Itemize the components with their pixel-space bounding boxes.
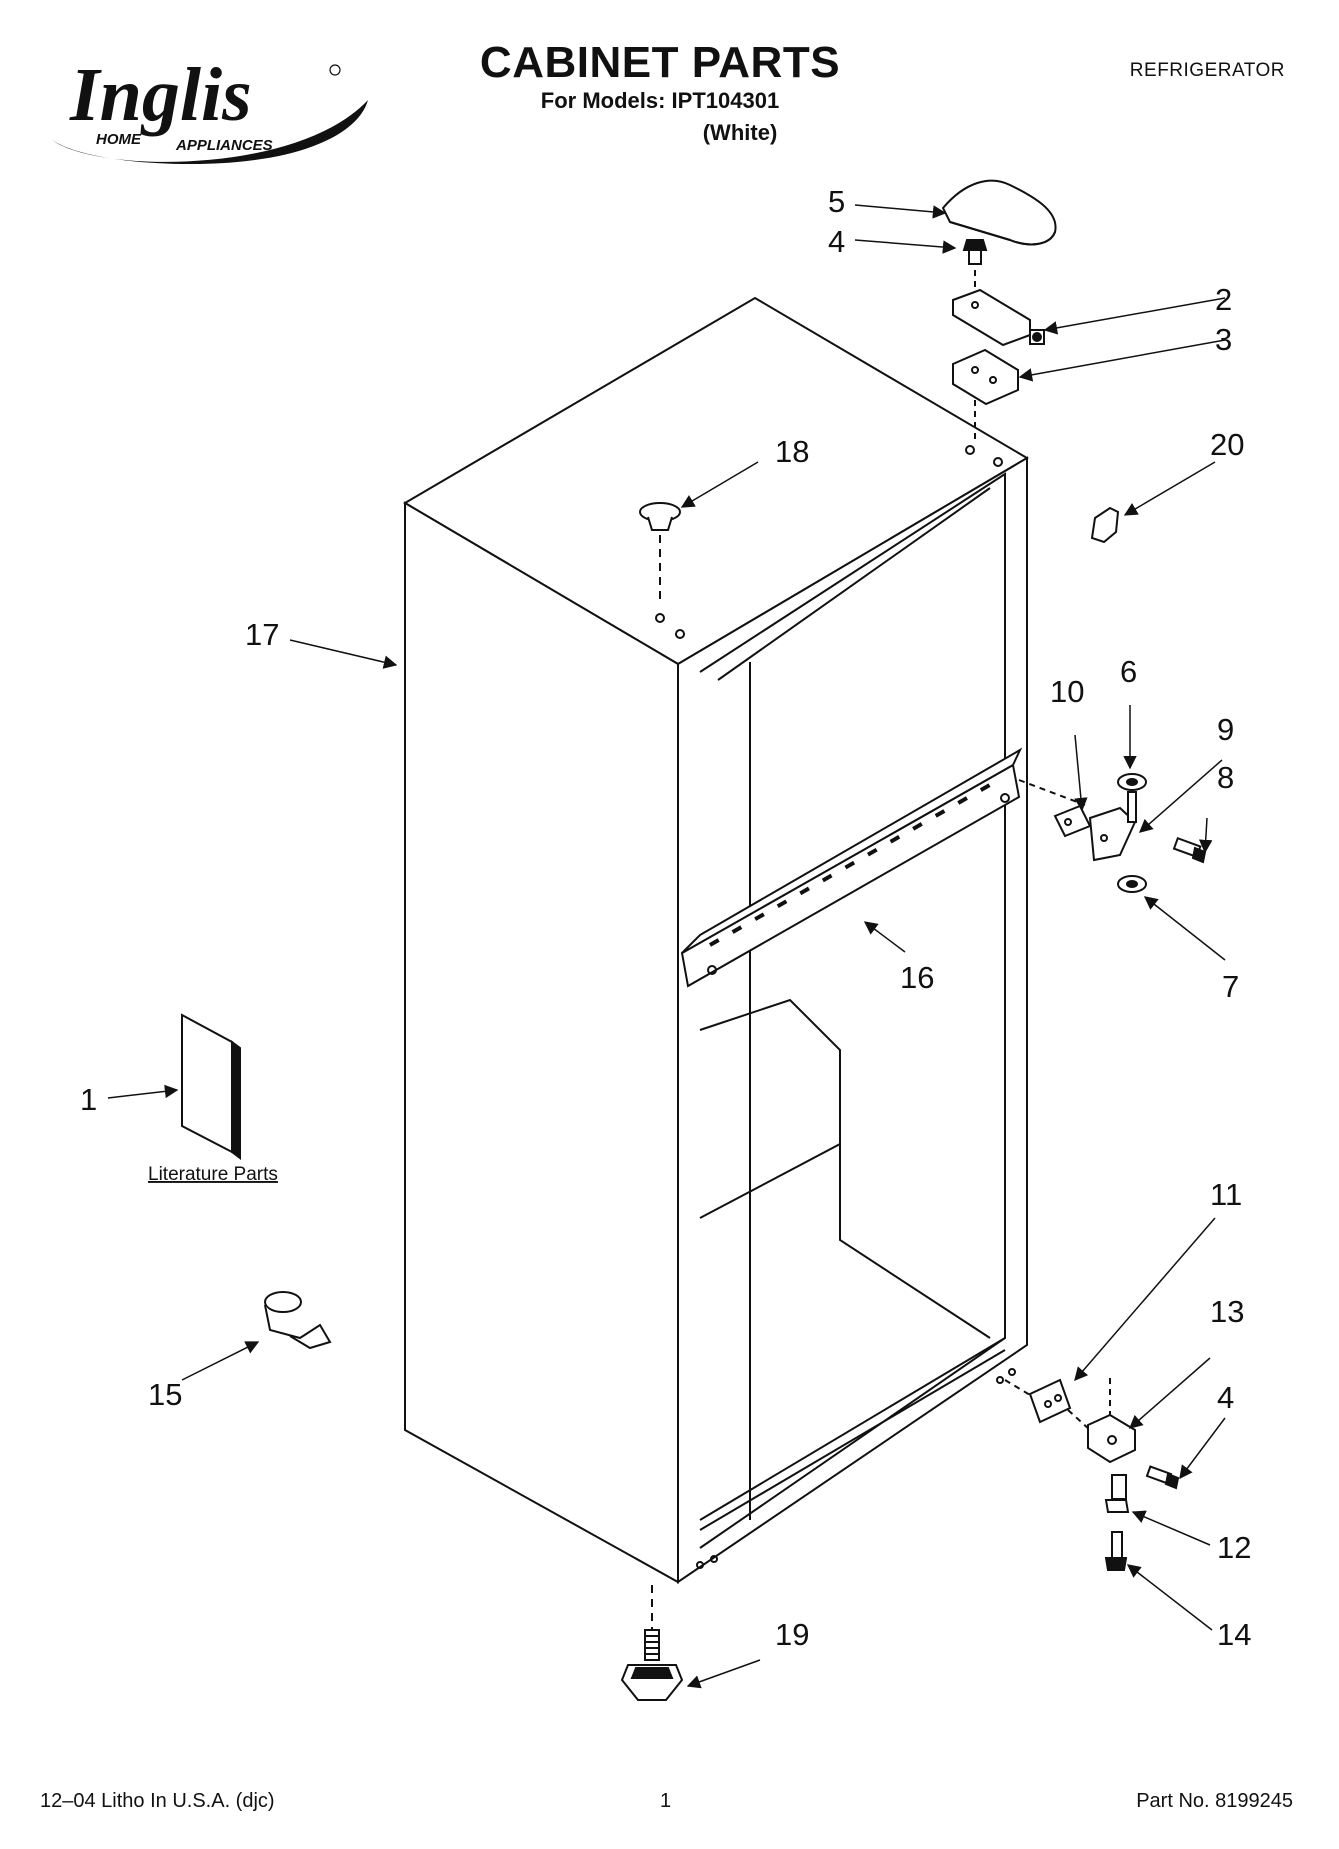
hinge-cover [941, 179, 1057, 246]
callout-6: 6 [1120, 654, 1137, 689]
center-hinge-shim [1053, 804, 1092, 838]
callout-13: 13 [1210, 1294, 1244, 1329]
callout-17: 17 [245, 617, 279, 652]
color-variant: (White) [702, 120, 778, 145]
top-hinge-screw [962, 239, 988, 265]
top-hinge-shim [952, 348, 1019, 406]
callout-3: 3 [1215, 322, 1232, 357]
svg-text:Inglis: Inglis [69, 53, 252, 137]
literature-parts-label: Literature Parts [148, 1164, 278, 1185]
bottom-hinge-shim [1028, 1378, 1072, 1424]
page-title: CABINET PARTS [479, 38, 841, 87]
top-hinge [952, 288, 1045, 347]
callout-11: 11 [1210, 1177, 1242, 1212]
center-hinge [1088, 791, 1137, 862]
callout-10: 10 [1050, 674, 1084, 709]
bottom-hinge-screw [1145, 1465, 1180, 1490]
leveling-leg [620, 1585, 684, 1701]
bottom-hinge [1087, 1413, 1136, 1464]
callout-18: 18 [775, 434, 809, 469]
callout-7: 7 [1222, 969, 1239, 1004]
callout-5: 5 [828, 184, 845, 219]
callout-19: 19 [775, 1617, 809, 1652]
callout-9: 9 [1217, 712, 1234, 747]
callout-15: 15 [148, 1377, 182, 1412]
hinge-hole-plug [1090, 506, 1120, 544]
callout-4-bottom: 4 [1217, 1380, 1234, 1415]
svg-text:HOME: HOME [96, 131, 142, 148]
center-hinge-screw [1172, 836, 1207, 864]
mullion-bar [680, 747, 1023, 988]
callout-12: 12 [1217, 1530, 1251, 1565]
cabinet-top-plug [639, 502, 681, 531]
callout-20: 20 [1210, 427, 1244, 462]
callout-16: 16 [900, 960, 934, 995]
callout-8: 8 [1217, 760, 1234, 795]
part-number: Part No. 8199245 [1136, 1790, 1293, 1812]
models-line: For Models: IPT104301 [540, 88, 780, 113]
hinge-pin [1104, 1474, 1130, 1513]
hinge-pin-screw [1104, 1531, 1128, 1571]
hinge-washer-top [1117, 773, 1147, 791]
cabinet-shell [403, 296, 1029, 1584]
svg-text:APPLIANCES: APPLIANCES [175, 137, 273, 154]
callout-leaders [107, 204, 1226, 1689]
callout-2: 2 [1215, 282, 1232, 317]
callout-1: 1 [80, 1082, 97, 1117]
callout-14: 14 [1217, 1617, 1251, 1652]
print-info: 12–04 Litho In U.S.A. (djc) [40, 1790, 275, 1812]
appliance-category: REFRIGERATOR [1129, 60, 1285, 81]
inglis-logo: Inglis HOME APPLIANCES [50, 53, 368, 165]
literature-parts-booklet [181, 1013, 241, 1160]
cabinet-roller-clip [264, 1291, 332, 1350]
hinge-washer-bottom [1117, 875, 1147, 893]
page-number: 1 [660, 1790, 672, 1812]
callout-4-top: 4 [828, 224, 845, 259]
